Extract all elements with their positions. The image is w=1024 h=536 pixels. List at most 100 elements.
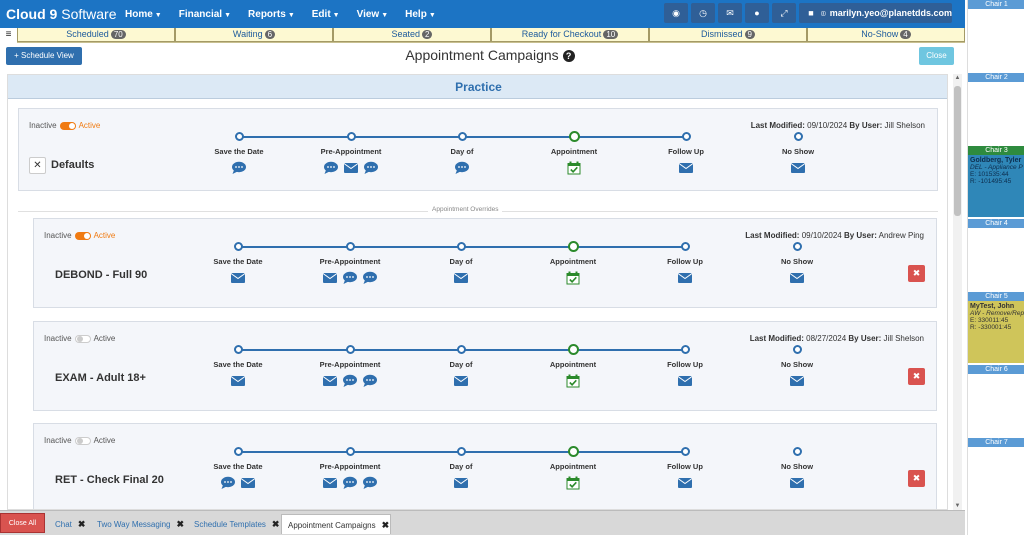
stage-node[interactable]	[233, 345, 243, 354]
bottom-tab-two-way-messaging[interactable]: Two Way Messaging✖	[91, 514, 185, 534]
toggle-switch[interactable]	[74, 231, 91, 240]
chat-button[interactable]: ●	[745, 3, 769, 23]
stage-node[interactable]	[567, 241, 579, 252]
stage-node[interactable]	[680, 447, 690, 456]
stage-channel-button[interactable]	[566, 271, 581, 287]
stage-channel-button[interactable]	[240, 476, 256, 492]
menu-reports[interactable]: Reports▼	[248, 9, 295, 20]
stage-channel-button[interactable]	[363, 476, 378, 492]
stage-node[interactable]	[792, 345, 802, 354]
expand-button[interactable]: ⤢	[772, 3, 796, 23]
stage-channel-button[interactable]	[678, 161, 694, 177]
stage-node[interactable]	[234, 132, 244, 141]
stage-channel-button[interactable]	[789, 476, 805, 492]
help-icon[interactable]: ?	[562, 50, 575, 62]
stage-node[interactable]	[680, 345, 690, 354]
menu-financial[interactable]: Financial▼	[179, 9, 231, 20]
chair-header-4[interactable]: Chair 4	[968, 219, 1024, 228]
stage-node[interactable]	[567, 446, 579, 457]
close-icon[interactable]: ✖	[176, 519, 185, 529]
close-icon[interactable]: ✖	[271, 519, 280, 529]
stage-channel-button[interactable]	[566, 374, 581, 390]
mail-button[interactable]: ✉	[718, 3, 742, 23]
stage-channel-button[interactable]	[677, 271, 693, 287]
toggle-switch[interactable]	[74, 334, 91, 343]
delete-campaign-button[interactable]: ✖	[908, 470, 925, 487]
schedule-view-button[interactable]: + Schedule View	[6, 47, 82, 65]
scroll-down-icon[interactable]: ▼	[954, 503, 961, 509]
stage-channel-button[interactable]	[789, 271, 805, 287]
stage-channel-button[interactable]	[453, 374, 469, 390]
stage-node[interactable]	[793, 132, 803, 141]
stage-channel-button[interactable]	[322, 476, 338, 492]
chair-header-7[interactable]: Chair 7	[968, 438, 1024, 447]
stage-channel-button[interactable]	[221, 476, 236, 492]
stage-channel-button[interactable]	[322, 271, 338, 287]
stage-channel-button[interactable]	[230, 271, 246, 287]
toggle-switch[interactable]	[59, 121, 76, 130]
vertical-scrollbar[interactable]: ▲ ▼	[953, 74, 962, 510]
chair-header-5[interactable]: Chair 5	[968, 292, 1024, 301]
close-button[interactable]: Close	[919, 47, 954, 65]
stage-node[interactable]	[233, 242, 243, 251]
app-logo[interactable]: Cloud 9 Software	[6, 6, 117, 22]
close-all-button[interactable]: Close All	[0, 513, 45, 533]
stage-channel-button[interactable]	[343, 271, 358, 287]
hamburger-icon[interactable]: ≡	[0, 28, 17, 43]
chair-header-2[interactable]: Chair 2	[968, 73, 1024, 82]
stage-node[interactable]	[456, 242, 466, 251]
stage-channel-button[interactable]	[790, 161, 806, 177]
toggle-switch[interactable]	[74, 436, 91, 445]
stage-node[interactable]	[345, 447, 355, 456]
stage-node[interactable]	[346, 132, 356, 141]
scroll-up-icon[interactable]: ▲	[954, 75, 961, 81]
stage-channel-button[interactable]	[232, 161, 247, 177]
stage-node[interactable]	[345, 345, 355, 354]
stage-node[interactable]	[792, 447, 802, 456]
stage-node[interactable]	[792, 242, 802, 251]
stage-channel-button[interactable]	[567, 161, 582, 177]
user-menu-button[interactable]: marilyn.yeo@planetdds.com	[821, 3, 952, 23]
stage-channel-button[interactable]	[343, 476, 358, 492]
wrench-icon[interactable]: ✕	[29, 157, 46, 174]
stage-channel-button[interactable]	[455, 161, 470, 177]
stage-node[interactable]	[233, 447, 243, 456]
clock-button[interactable]: ◷	[691, 3, 715, 23]
stage-channel-button[interactable]	[322, 374, 338, 390]
chair-header-1[interactable]: Chair 1	[968, 0, 1024, 9]
stage-node[interactable]	[681, 132, 691, 141]
bottom-tab-schedule-templates[interactable]: Schedule Templates✖	[188, 514, 279, 534]
menu-view[interactable]: View▼	[357, 9, 389, 20]
stage-node[interactable]	[456, 447, 466, 456]
chair-header-3[interactable]: Chair 3	[968, 146, 1024, 155]
bottom-tab-appointment-campaigns[interactable]: Appointment Campaigns✖	[281, 514, 391, 534]
menu-help[interactable]: Help▼	[405, 9, 436, 20]
chair-header-6[interactable]: Chair 6	[968, 365, 1024, 374]
stage-node[interactable]	[680, 242, 690, 251]
stage-channel-button[interactable]	[789, 374, 805, 390]
bottom-tab-chat[interactable]: Chat✖	[49, 514, 89, 534]
stage-channel-button[interactable]	[363, 271, 378, 287]
menu-edit[interactable]: Edit▼	[312, 9, 340, 20]
stage-channel-button[interactable]	[230, 374, 246, 390]
stage-channel-button[interactable]	[453, 271, 469, 287]
stage-channel-button[interactable]	[453, 476, 469, 492]
close-icon[interactable]: ✖	[381, 520, 390, 530]
stage-channel-button[interactable]	[324, 161, 339, 177]
stage-node[interactable]	[568, 131, 580, 142]
scrollbar-thumb[interactable]	[954, 86, 961, 216]
stage-node[interactable]	[456, 345, 466, 354]
lock-button[interactable]: ■	[799, 3, 823, 23]
delete-campaign-button[interactable]: ✖	[908, 265, 925, 282]
